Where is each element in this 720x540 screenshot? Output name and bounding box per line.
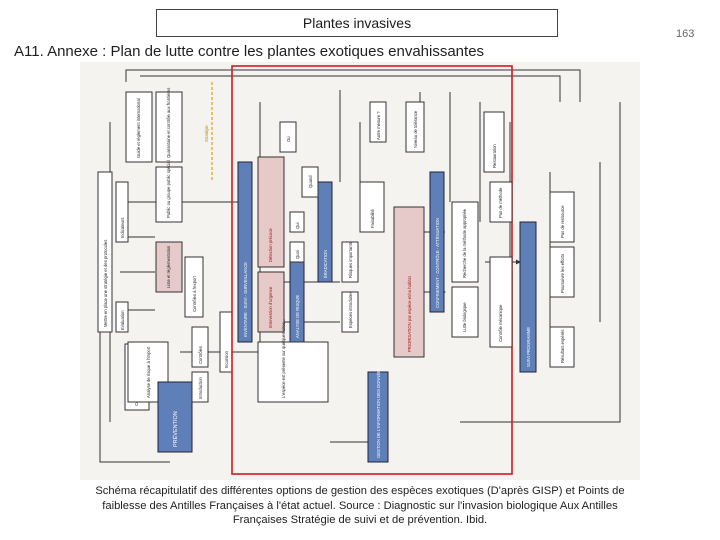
where-text: Où <box>286 136 291 142</box>
exports-box <box>184 256 204 318</box>
restoration-text: Restauration <box>492 144 497 168</box>
when-box <box>301 166 319 198</box>
risk-analysis-text: ANALYSE DE RISQUE <box>295 295 300 338</box>
progress-text: Poursuivre les efforts <box>560 254 565 293</box>
feasibility-text: Faisabilité <box>370 208 375 228</box>
restoration-box <box>483 111 505 173</box>
species-text: Espèces introduites <box>348 291 353 328</box>
prevention-text: PRÉVENTION <box>172 411 179 447</box>
no-resources-text: Pas de ressource <box>560 205 565 238</box>
prioritization-box <box>393 206 425 358</box>
mechanical-text: Contrôle mécanique <box>498 304 503 342</box>
annex-subtitle: A11. Annexe : Plan de lutte contre les p… <box>14 43 485 60</box>
analysis-text: Analyse de risque à l'import <box>146 346 151 398</box>
method-box <box>451 201 479 283</box>
no-method-box <box>489 181 513 223</box>
eradication-box <box>317 181 333 283</box>
what-text: Quoi <box>295 250 300 259</box>
document-title: Plantes invasives <box>302 15 412 31</box>
eradication-text: ÉRADICATION <box>323 250 328 278</box>
caption-line-2: faiblesse des Antilles Françaises à l'ét… <box>102 499 618 512</box>
diagram-svg: Mettre en place une stratégie et des pro… <box>80 62 640 480</box>
indicators-box <box>115 181 129 243</box>
eradication-zone-text: Intervention d'urgence <box>268 286 273 328</box>
introduction-text: Introduction <box>198 376 203 399</box>
figure-caption: Schéma récapitulatif des différentes opt… <box>60 484 660 528</box>
page-number: 163 <box>676 28 695 40</box>
biological-box <box>451 286 479 338</box>
who-text: Qui <box>295 222 300 229</box>
inventory-text: INVENTAIRE - SUIVI - SURVEILLANCE <box>243 262 248 337</box>
modelling-box <box>257 341 329 403</box>
early-warning-text: Détection précoce <box>268 228 273 262</box>
quarantine-text: Quarantaine et contrôle aux frontières <box>166 88 171 158</box>
awareness-text: Public ou groupe public spécial <box>166 160 171 218</box>
surveillance-text: Incursion <box>224 350 229 368</box>
caption-line-3: Françaises Stratégie de suivi et de prév… <box>232 514 488 527</box>
containment-box <box>429 171 445 313</box>
early-warning-box <box>257 156 285 268</box>
what-box <box>289 241 305 263</box>
detection-text: Contrôles <box>198 346 203 364</box>
indicators-text: Indicateurs <box>120 218 125 238</box>
method-text: Recherche de la méthode appropriée <box>462 208 467 278</box>
tolerance-text: Niveau de tolérance <box>413 110 418 148</box>
monitoring-box <box>519 221 537 373</box>
introduction-box <box>191 371 209 403</box>
eradication-zone-box <box>257 271 285 333</box>
other-measure-box <box>369 101 387 143</box>
inventory-box <box>237 161 253 343</box>
monitoring-text: SUIVI PROGRAMMÉ <box>526 327 531 367</box>
data-management-text: GESTION DE L'INFORMATION DES DONNÉES <box>376 367 381 458</box>
prioritization-text: PRIORISATION par espèce et/ou habitat <box>407 275 412 352</box>
progress-box <box>549 246 575 298</box>
when-text: Quand <box>308 175 313 188</box>
where-box <box>279 121 297 153</box>
risks-text: Risques importants <box>348 242 353 278</box>
mechanical-box <box>489 256 513 348</box>
exports-text: Contrôles à l'export <box>192 275 197 312</box>
strategy-text: Mettre en place une stratégie et des pro… <box>103 240 108 327</box>
feasibility-box <box>359 181 385 233</box>
strategy-label: Stratégie <box>204 125 209 142</box>
strategy-box <box>97 171 113 333</box>
evaluation-box <box>115 301 129 333</box>
header-title-box: Plantes invasives <box>156 9 558 37</box>
management-flow-diagram: Mettre en place une stratégie et des pro… <box>80 62 640 480</box>
results-text: Résultats espérés <box>560 329 565 363</box>
data-management-box <box>367 371 389 463</box>
tolerance-box <box>405 101 425 153</box>
risks-box <box>341 241 359 283</box>
no-resources-box <box>549 191 575 243</box>
biological-text: Lutte biologique <box>462 302 467 332</box>
no-method-text: Pas de méthode <box>498 187 503 218</box>
species-box <box>341 291 359 333</box>
containment-text: CONFINEMENT - CONTRÔLE - ATTÉNUATION <box>435 218 440 308</box>
guidelines-text: Guide et règlement international <box>136 98 141 158</box>
modelling-text: L'espèce est présente sur quelques sites… <box>281 319 286 398</box>
who-box <box>289 211 305 233</box>
awareness-box <box>155 166 183 223</box>
list-box <box>155 241 183 293</box>
list-text: Liste et règlementation <box>166 245 171 288</box>
caption-line-1: Schéma récapitulatif des différentes opt… <box>95 485 625 497</box>
results-box <box>549 326 575 368</box>
prevention-box <box>157 381 193 453</box>
detection-box <box>191 326 209 368</box>
quarantine-box <box>155 91 183 163</box>
evaluation-text: Evaluation <box>120 310 125 330</box>
guidelines-box <box>125 91 153 163</box>
other-measure-text: Autre mesure ? <box>376 111 381 140</box>
